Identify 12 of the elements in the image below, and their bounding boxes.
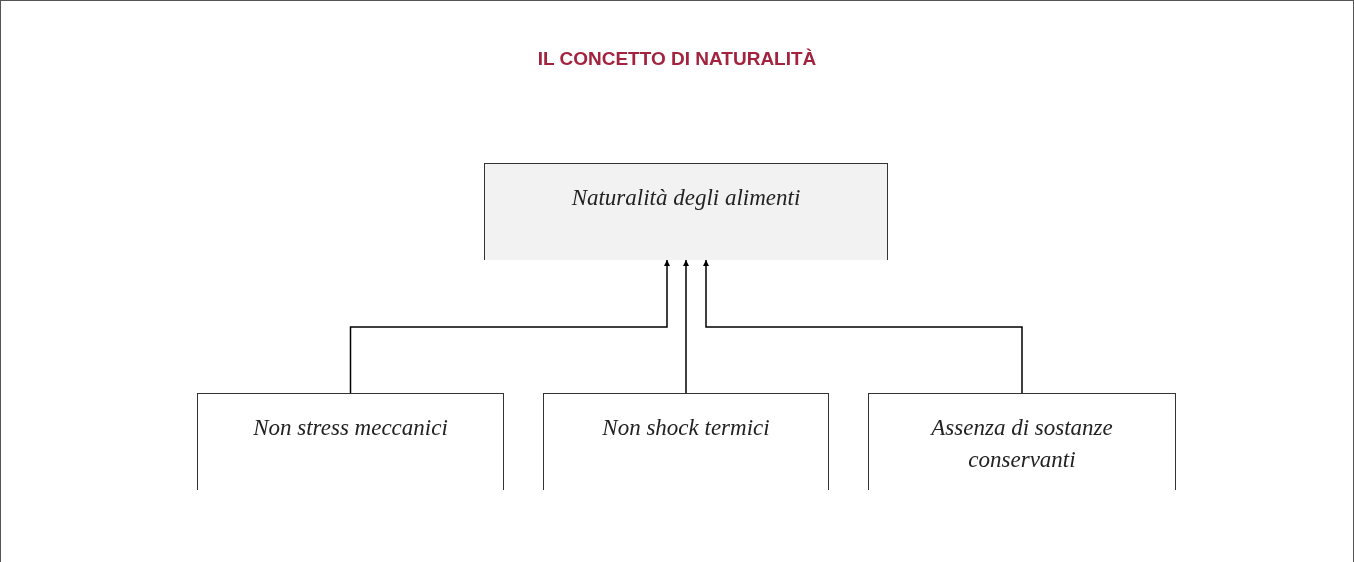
process-box: [197, 393, 504, 490]
box-label: Assenza di sostanze conservanti: [929, 414, 1114, 474]
box-label: Non stress meccanici: [253, 414, 448, 442]
title: IL CONCETTO DI NATURALITÀ: [536, 47, 818, 71]
process-box: [868, 393, 1176, 490]
box-label: Naturalità degli alimenti: [571, 184, 801, 212]
process-box: [543, 393, 829, 490]
arrow: [703, 259, 1023, 394]
arrow: [683, 259, 689, 394]
box-label: Non shock termici: [602, 414, 770, 442]
process-box: [484, 163, 888, 260]
arrow: [349, 259, 670, 394]
